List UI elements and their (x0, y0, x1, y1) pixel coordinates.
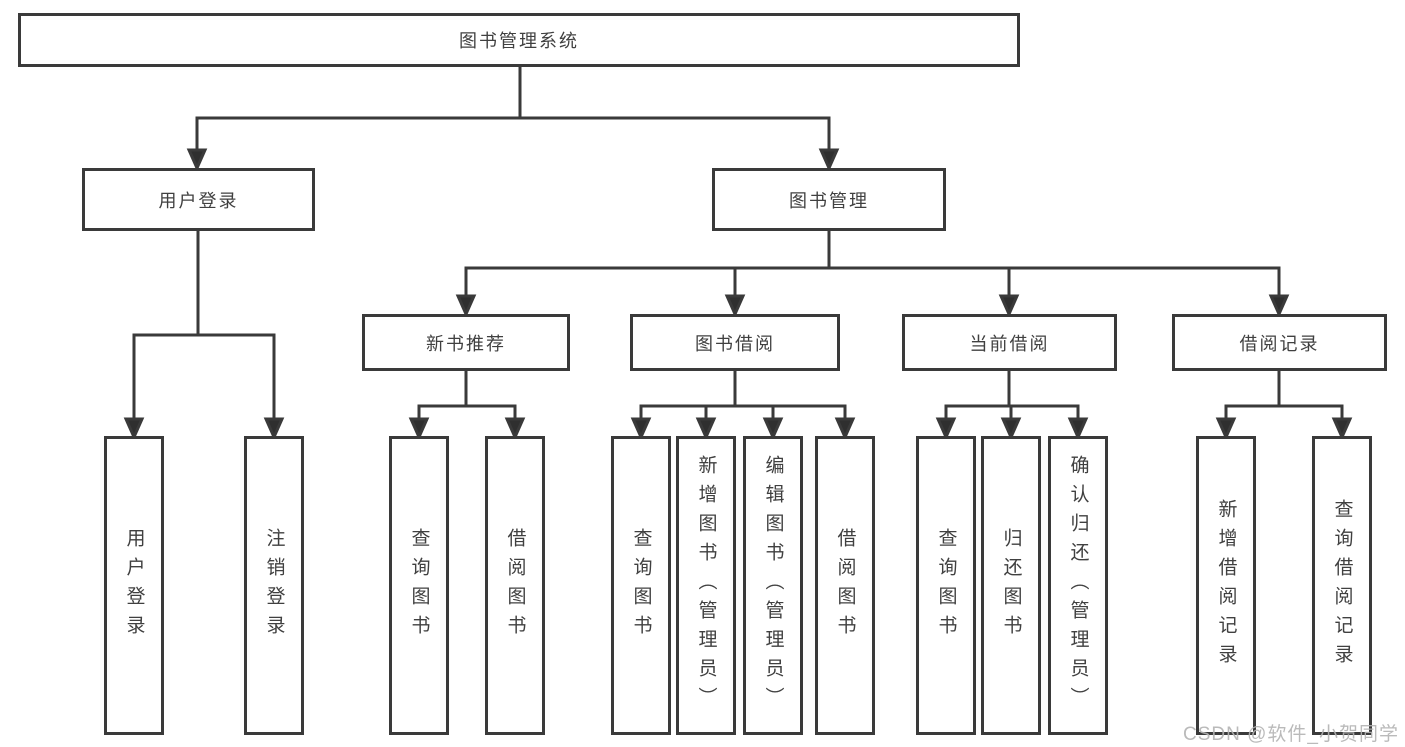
leaf-return-books-label: 归还图书 (1000, 527, 1022, 644)
leaf-edit-book-admin-label: 编辑图书（管理员） (762, 455, 784, 716)
leaf-query-borrow-record: 查询借阅记录 (1312, 436, 1372, 735)
leaf-user-login: 用户登录 (104, 436, 164, 735)
leaf-return-books: 归还图书 (981, 436, 1041, 735)
leaf-add-book-admin: 新增图书（管理员） (676, 436, 736, 735)
leaf-query-books-current: 查询图书 (916, 436, 976, 735)
node-library-management-system: 图书管理系统 (18, 13, 1020, 67)
leaf-logout-label: 注销登录 (263, 527, 285, 644)
leaf-add-borrow-record-label: 新增借阅记录 (1215, 498, 1237, 673)
leaf-borrow-books-label: 借阅图书 (834, 527, 856, 644)
csdn-watermark: CSDN @软件_小贺同学 (1183, 724, 1399, 745)
node-new-book-recommendation: 新书推荐 (362, 314, 570, 371)
node-user-login: 用户登录 (82, 168, 315, 231)
leaf-query-books-recommend-label: 查询图书 (408, 527, 430, 644)
leaf-query-books-current-label: 查询图书 (935, 527, 957, 644)
leaf-add-borrow-record: 新增借阅记录 (1196, 436, 1256, 735)
node-borrowing-records: 借阅记录 (1172, 314, 1387, 371)
leaf-borrow-books-recommend: 借阅图书 (485, 436, 545, 735)
leaf-add-book-admin-label: 新增图书（管理员） (695, 455, 717, 716)
leaf-confirm-return-admin-label: 确认归还（管理员） (1067, 455, 1089, 716)
leaf-borrow-books: 借阅图书 (815, 436, 875, 735)
leaf-edit-book-admin: 编辑图书（管理员） (743, 436, 803, 735)
leaf-query-books-recommend: 查询图书 (389, 436, 449, 735)
node-book-management: 图书管理 (712, 168, 946, 231)
leaf-query-books-borrowing-label: 查询图书 (630, 527, 652, 644)
leaf-logout: 注销登录 (244, 436, 304, 735)
leaf-query-borrow-record-label: 查询借阅记录 (1331, 498, 1353, 673)
leaf-query-books-borrowing: 查询图书 (611, 436, 671, 735)
leaf-borrow-books-recommend-label: 借阅图书 (504, 527, 526, 644)
node-book-borrowing: 图书借阅 (630, 314, 840, 371)
leaf-user-login-label: 用户登录 (123, 527, 145, 644)
node-current-borrowing: 当前借阅 (902, 314, 1117, 371)
leaf-confirm-return-admin: 确认归还（管理员） (1048, 436, 1108, 735)
